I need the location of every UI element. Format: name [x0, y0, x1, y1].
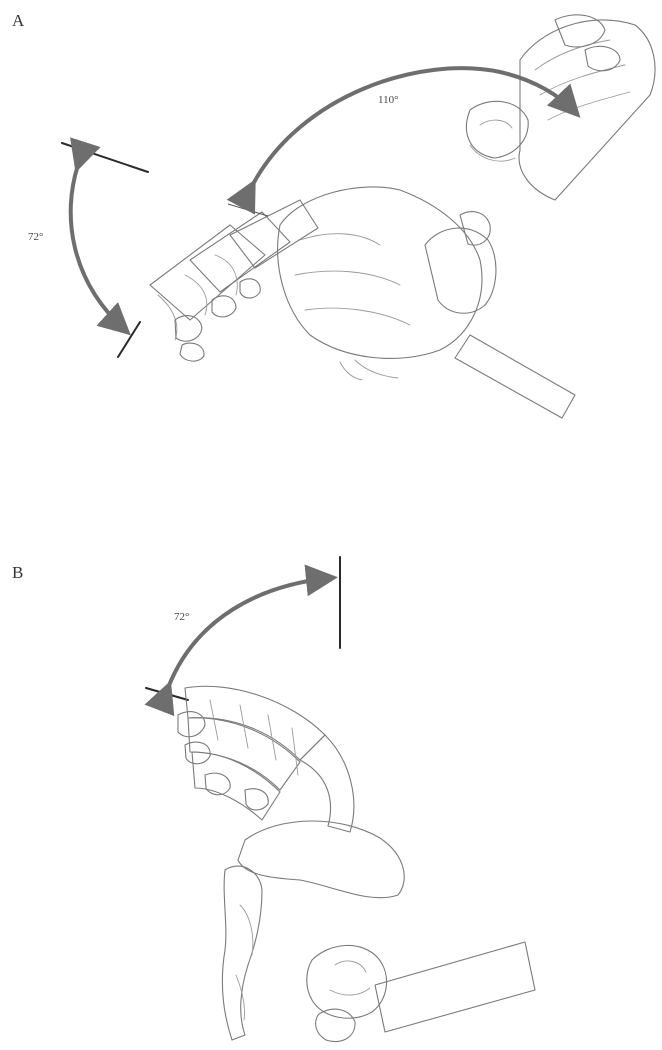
panel-b-angle-72-label: 72°: [174, 611, 189, 623]
panel-a: A: [12, 11, 655, 418]
panel-a-upper-reference-line: [62, 143, 148, 172]
panel-b-spine-reference-line: [146, 688, 188, 700]
panel-b-spine-sketch: [178, 686, 535, 1041]
panel-b-72-arc: [168, 578, 330, 688]
panel-a-spine-sketch: [150, 187, 575, 418]
panel-b: B 72°: [12, 557, 535, 1042]
panel-a-pelvis-sketch: [466, 15, 655, 200]
panel-a-spine-tick: [228, 204, 268, 216]
panel-a-label: A: [12, 11, 25, 30]
panel-a-angle-110-label: 110°: [378, 94, 399, 106]
panel-a-72-arc: [71, 165, 125, 330]
panel-a-110-arc: [252, 68, 575, 186]
panel-a-angle-72-label: 72°: [28, 231, 43, 243]
panel-b-label: B: [12, 563, 23, 582]
